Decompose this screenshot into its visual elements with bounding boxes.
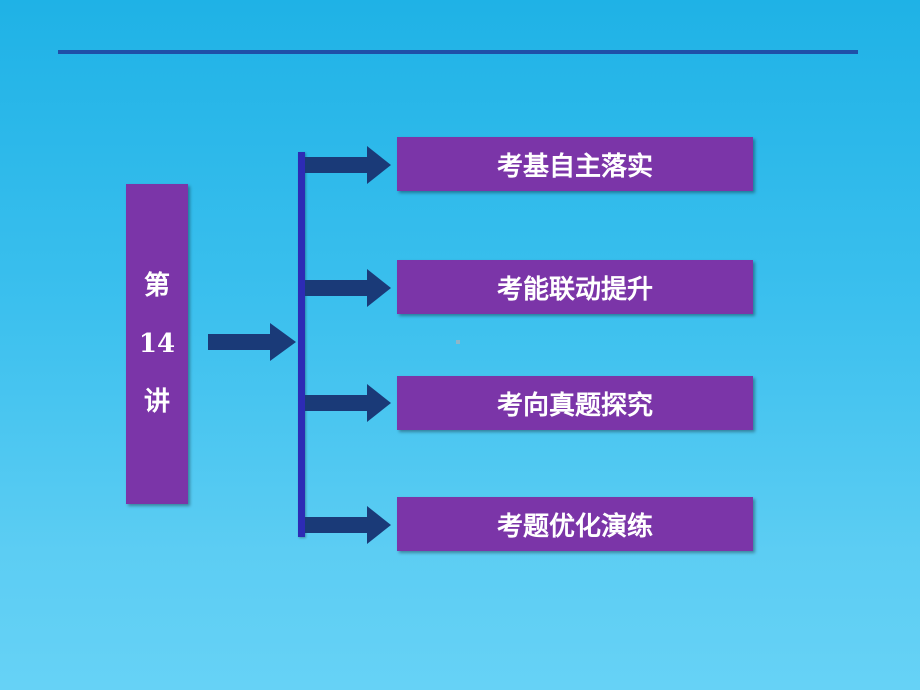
lesson-title-char-2: 讲	[143, 387, 170, 417]
section-label-2: 考能联动提升	[496, 274, 653, 305]
branch-arrow-icon-3	[305, 384, 391, 422]
header-rule	[58, 50, 858, 54]
branch-arrow-icon-1	[305, 146, 391, 184]
section-box-4[interactable]: 考题优化演练	[397, 497, 753, 551]
section-label-4: 考题优化演练	[496, 511, 653, 542]
section-box-1[interactable]: 考基自主落实	[397, 137, 753, 191]
branch-arrow-icon-2	[305, 269, 391, 307]
center-dot	[456, 340, 460, 344]
section-label-3: 考向真题探究	[496, 390, 653, 421]
lesson-title-panel: 第 14 讲	[126, 184, 188, 504]
section-box-2[interactable]: 考能联动提升	[397, 260, 753, 314]
main-arrow-icon	[208, 323, 296, 361]
lesson-title-number: 14	[138, 329, 176, 359]
bracket-bar	[298, 152, 305, 537]
lesson-title-char-1: 第	[143, 271, 170, 301]
section-box-3[interactable]: 考向真题探究	[397, 376, 753, 430]
branch-arrow-icon-4	[305, 506, 391, 544]
section-label-1: 考基自主落实	[496, 151, 653, 182]
